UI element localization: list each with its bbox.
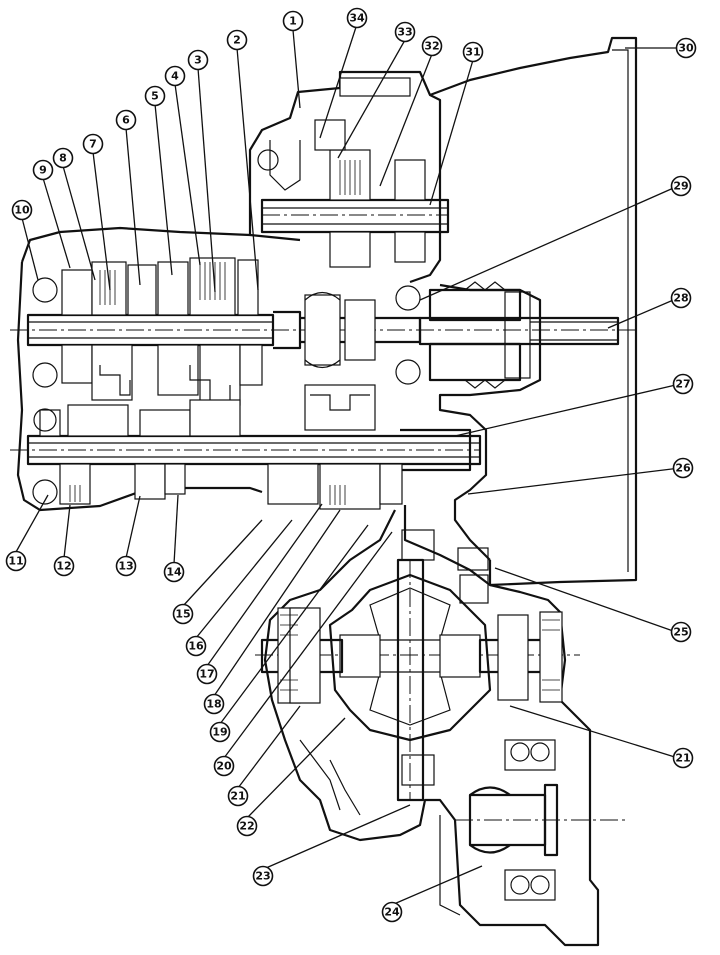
svg-text:12: 12 [56,560,71,573]
callout-27: 27 [672,373,694,395]
svg-text:4: 4 [171,70,179,83]
transfer-flange [468,739,559,901]
output-shaft-gears [39,384,403,510]
svg-text:7: 7 [89,138,97,151]
callout-1: 1 [282,10,304,32]
callout-9: 9 [32,159,54,181]
callout-26: 26 [672,457,694,479]
callout-13: 13 [115,555,137,577]
svg-text:14: 14 [166,566,182,579]
svg-text:23: 23 [255,870,270,883]
svg-text:11: 11 [8,555,23,568]
callout-10: 10 [11,199,33,221]
callout-34: 34 [346,7,368,29]
svg-text:10: 10 [14,204,30,217]
callout-30: 30 [675,37,697,59]
svg-text:6: 6 [122,114,130,127]
svg-text:17: 17 [199,668,214,681]
svg-text:16: 16 [188,640,204,653]
svg-text:1: 1 [289,15,297,28]
svg-text:15: 15 [175,608,190,621]
output-shaft [26,428,482,472]
svg-text:22: 22 [239,820,254,833]
differential [260,529,563,802]
callout-4: 4 [164,65,186,87]
callout-16: 16 [185,635,207,657]
callout-31: 31 [462,41,484,63]
svg-text:30: 30 [678,42,694,55]
callout-22: 22 [236,815,258,837]
callout-19: 19 [209,721,231,743]
callout-11: 11 [5,550,27,572]
svg-text:31: 31 [465,46,480,59]
svg-text:34: 34 [349,12,365,25]
input-shaft-gears [61,257,263,406]
callout-20: 20 [213,755,235,777]
callout-6: 6 [115,109,137,131]
svg-text:20: 20 [216,760,232,773]
bearings [32,277,550,895]
svg-text:13: 13 [118,560,133,573]
callout-5: 5 [144,85,166,107]
callout-33: 33 [394,21,416,43]
callout-14: 14 [163,561,185,583]
callout-3: 3 [187,49,209,71]
callout-32: 32 [421,35,443,57]
leader-lines [15,23,681,905]
svg-text:3: 3 [194,54,202,67]
callout-21-right: 21 [672,747,694,769]
svg-text:2: 2 [233,34,241,47]
callout-8: 8 [52,147,74,169]
svg-text:33: 33 [397,26,412,39]
svg-text:18: 18 [206,698,221,711]
callout-23: 23 [252,865,274,887]
callout-12: 12 [53,555,75,577]
svg-text:5: 5 [151,90,159,103]
svg-text:28: 28 [673,292,688,305]
callouts: 1 2 3 4 5 6 7 8 9 10 11 12 13 14 15 16 1… [5,7,697,923]
svg-text:21: 21 [675,752,690,765]
svg-text:26: 26 [675,462,691,475]
callout-15: 15 [172,603,194,625]
svg-text:29: 29 [673,180,688,193]
center-gears [304,291,376,369]
callout-18: 18 [203,693,225,715]
svg-text:32: 32 [424,40,439,53]
callout-29: 29 [670,175,692,197]
svg-text:25: 25 [673,626,688,639]
callout-25: 25 [670,621,692,643]
svg-text:27: 27 [675,378,690,391]
callout-24: 24 [381,901,403,923]
svg-text:9: 9 [39,164,47,177]
svg-text:24: 24 [384,906,400,919]
release-bearing-boot [428,281,531,389]
svg-text:21: 21 [230,790,245,803]
reverse-idler-shaft [260,77,450,268]
callout-21-left: 21 [227,785,249,807]
svg-text:19: 19 [212,726,227,739]
callout-28: 28 [670,287,692,309]
svg-text:8: 8 [59,152,67,165]
callout-7: 7 [82,133,104,155]
callout-17: 17 [196,663,218,685]
callout-2: 2 [226,29,248,51]
